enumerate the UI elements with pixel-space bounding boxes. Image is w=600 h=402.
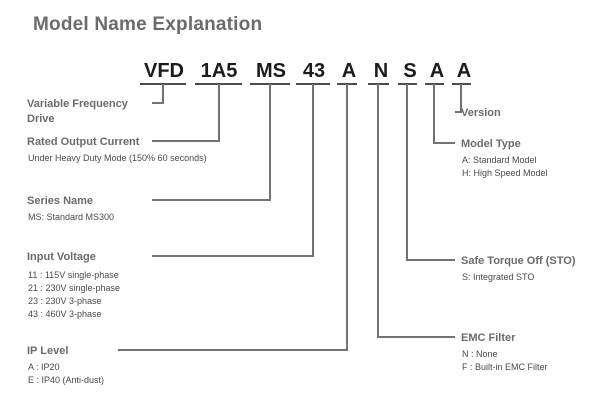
- code-segment-voltage: 43: [302, 60, 326, 82]
- callout-input-voltage-detail: 11 : 115V single-phase 21 : 230V single-…: [28, 269, 120, 321]
- detail-line: A : IP20: [28, 362, 60, 372]
- detail-line: 43 : 460V 3-phase: [28, 309, 102, 319]
- callout-series-name: Series Name: [27, 195, 94, 207]
- callout-variable-frequency-drive: Variable Frequency Drive: [27, 97, 128, 127]
- callout-model-type: Model Type: [461, 138, 521, 150]
- callout-model-type-detail: A: Standard Model H: High Speed Model: [462, 154, 548, 180]
- detail-line: Under Heavy Duty Mode (150% 60 seconds): [28, 153, 207, 163]
- detail-line: MS: Standard MS300: [28, 212, 115, 222]
- detail-line: E : IP40 (Anti-dust): [28, 375, 105, 385]
- callout-version: Version: [461, 107, 501, 119]
- callout-rated-output-current-detail: Under Heavy Duty Mode (150% 60 seconds): [28, 152, 207, 165]
- code-segment-version: A: [456, 60, 472, 82]
- detail-line: 23 : 230V 3-phase: [28, 296, 102, 306]
- detail-line: N : None: [462, 349, 498, 359]
- code-segment-series: MS: [256, 60, 286, 82]
- callout-safe-torque-off: Safe Torque Off (STO): [461, 255, 576, 267]
- detail-line: A: Standard Model: [462, 155, 537, 165]
- code-segment-emc-filter: N: [373, 60, 389, 82]
- code-segment-vfd: VFD: [144, 60, 184, 82]
- callout-series-name-detail: MS: Standard MS300: [28, 211, 114, 224]
- callout-rated-output-current: Rated Output Current: [27, 136, 140, 148]
- page-title: Model Name Explanation: [33, 14, 263, 35]
- callout-label-line1: Variable Frequency: [27, 98, 128, 110]
- detail-line: F : Built-in EMC Filter: [462, 362, 548, 372]
- callout-safe-torque-off-detail: S: Integrated STO: [462, 271, 534, 284]
- code-segment-ip-level: A: [341, 60, 357, 82]
- callout-ip-level: IP Level: [27, 345, 69, 357]
- detail-line: 21 : 230V single-phase: [28, 283, 121, 293]
- callout-ip-level-detail: A : IP20 E : IP40 (Anti-dust): [28, 361, 104, 387]
- callout-input-voltage: Input Voltage: [27, 251, 96, 263]
- callout-label-line2: Drive: [27, 113, 55, 125]
- code-segment-sto: S: [403, 60, 417, 82]
- callout-emc-filter: EMC Filter: [461, 332, 516, 344]
- detail-line: S: Integrated STO: [462, 272, 535, 282]
- detail-line: H: High Speed Model: [462, 168, 548, 178]
- callout-emc-filter-detail: N : None F : Built-in EMC Filter: [462, 348, 548, 374]
- code-segment-model-type: A: [429, 60, 445, 82]
- code-segment-current: 1A5: [200, 60, 238, 82]
- detail-line: 11 : 115V single-phase: [28, 270, 119, 280]
